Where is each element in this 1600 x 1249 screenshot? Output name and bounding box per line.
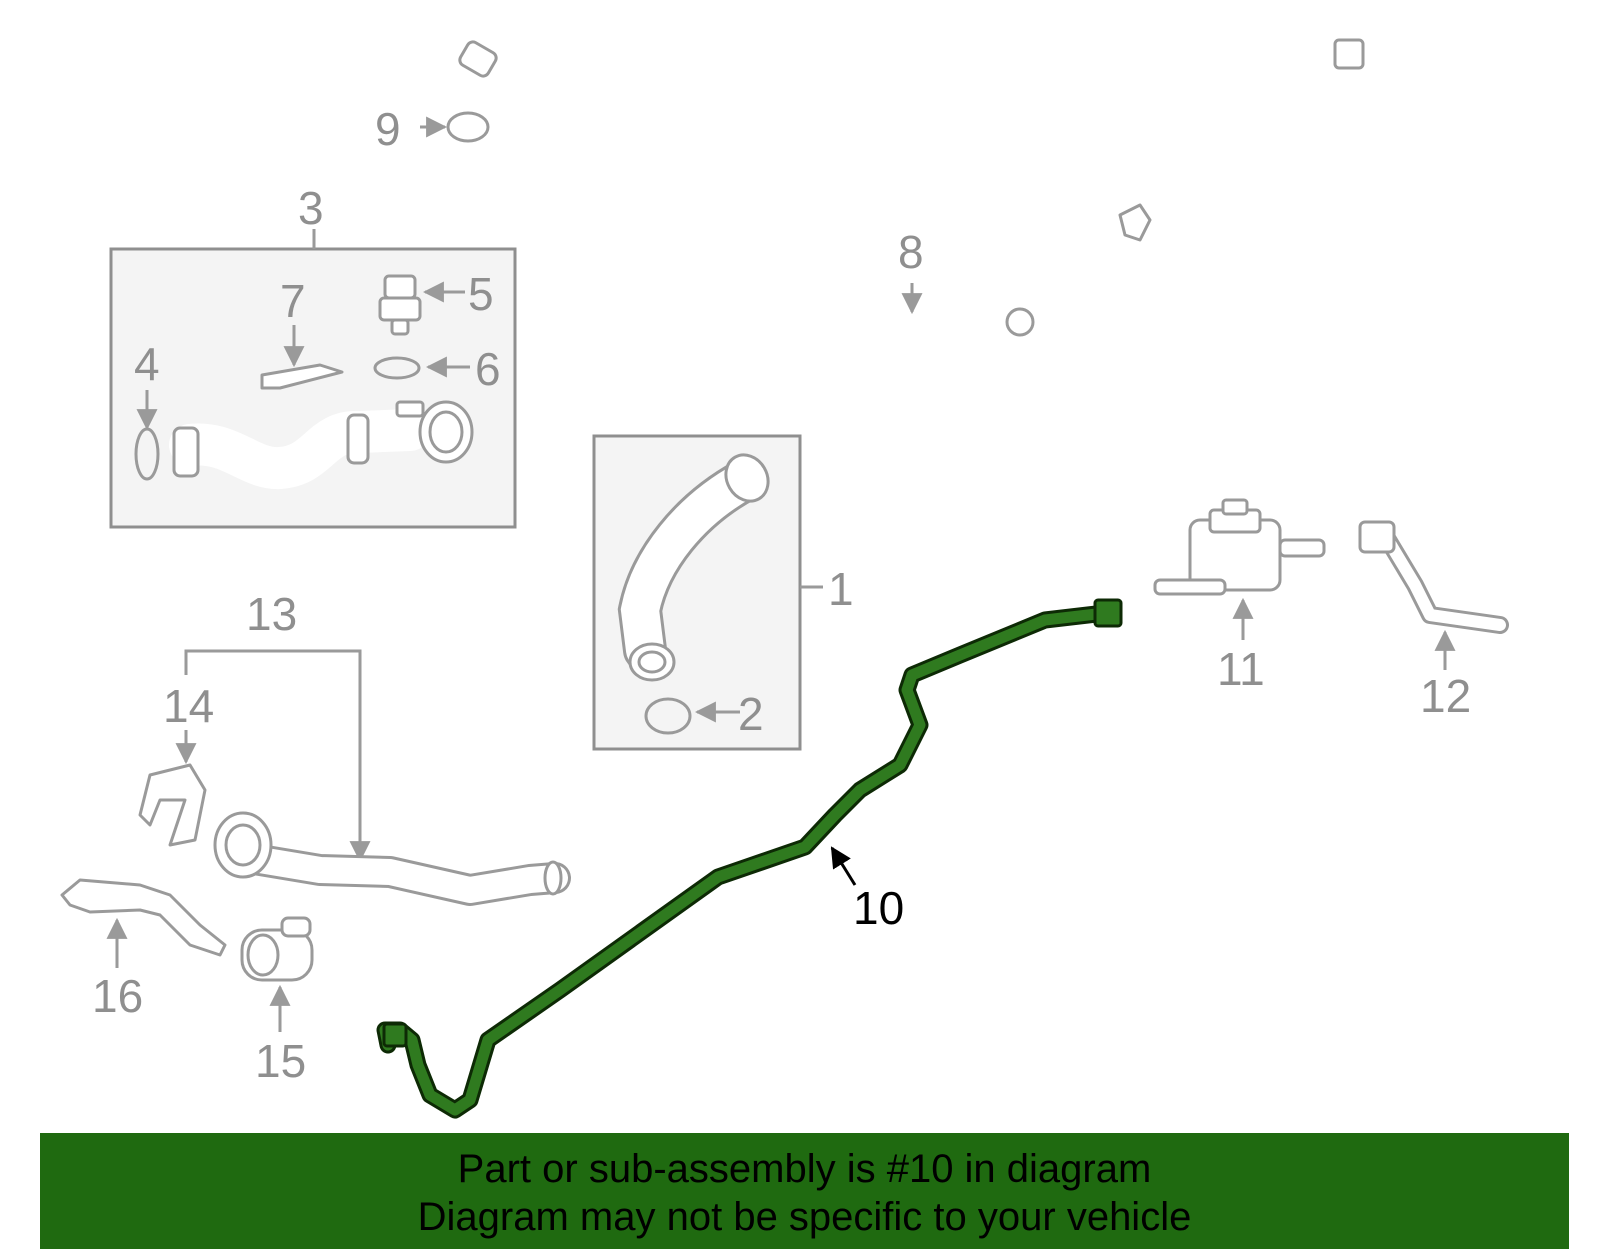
callout-14: 14 — [163, 680, 214, 732]
part-9-oring — [446, 111, 490, 143]
part-14-clip — [138, 763, 207, 847]
part-5-sensor — [378, 274, 422, 336]
part-12-pipe — [1358, 520, 1509, 634]
callout-11: 11 — [1217, 643, 1265, 695]
part-10-pipe-highlighted — [376, 598, 1123, 1119]
callout-15: 15 — [255, 1035, 306, 1087]
part-2-oring — [644, 697, 692, 735]
info-banner: Part or sub-assembly is #10 in diagram D… — [40, 1133, 1569, 1249]
callout-7: 7 — [280, 275, 306, 327]
callout-6: 6 — [475, 343, 501, 395]
banner-line-1: Part or sub-assembly is #10 in diagram — [457, 1147, 1152, 1191]
part-6-oring — [373, 356, 421, 380]
callout-2: 2 — [738, 688, 764, 740]
part-7-gasket — [260, 363, 344, 390]
callout-13: 13 — [246, 588, 297, 640]
part-4-oring — [134, 427, 160, 481]
callout-9: 9 — [375, 103, 401, 155]
part-15-clamp — [240, 916, 314, 982]
callout-16: 16 — [92, 970, 143, 1022]
part-8-pipe — [458, 38, 1365, 341]
part-13-hose — [213, 811, 571, 906]
callout-3: 3 — [298, 182, 324, 234]
part-3-hose — [169, 400, 474, 489]
callout-10: 10 — [853, 882, 904, 934]
callout-1: 1 — [828, 563, 854, 615]
callout-12: 12 — [1420, 670, 1471, 722]
part-1-hose — [617, 453, 770, 682]
part-16-bracket — [60, 878, 227, 957]
callout-4: 4 — [134, 338, 160, 390]
banner-line-2: Diagram may not be specific to your vehi… — [417, 1195, 1192, 1239]
callout-5: 5 — [468, 268, 494, 320]
part-11-valve — [1110, 498, 1326, 596]
callout-8: 8 — [898, 226, 924, 278]
assembly-3-box — [109, 247, 517, 529]
